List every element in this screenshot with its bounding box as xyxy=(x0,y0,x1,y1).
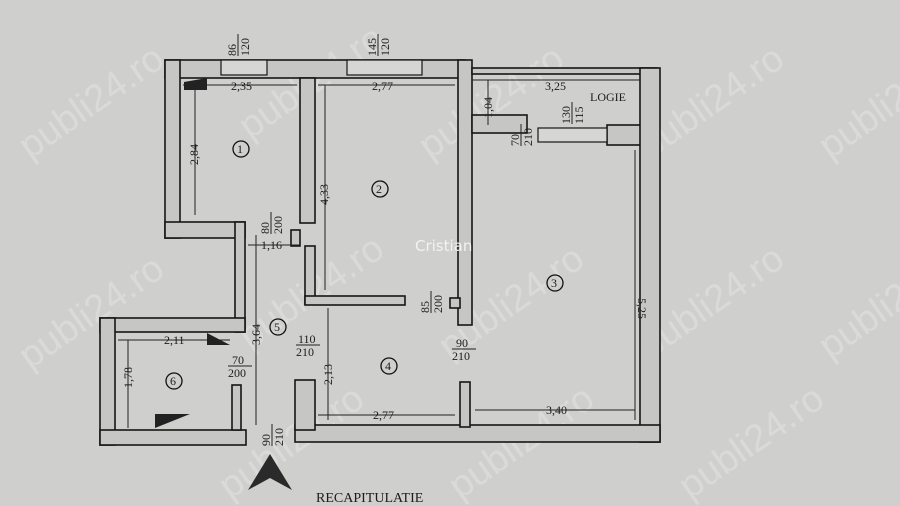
entrance-arrow-icon xyxy=(248,454,292,490)
opening-size-label: 70 xyxy=(508,134,522,146)
windows xyxy=(220,59,640,143)
room4-depth-label: 2,13 xyxy=(321,364,335,385)
opening-size-label: 70 xyxy=(232,353,244,367)
hall-width-label: 1,16 xyxy=(261,238,282,252)
walls xyxy=(99,59,661,446)
watermark: publi24.ro xyxy=(11,247,172,377)
room-5-number: 5 xyxy=(274,320,280,334)
room4-width-label: 2,77 xyxy=(373,408,394,422)
room3-depth-label: 5,25 xyxy=(635,298,649,319)
opening-size-label: 90 xyxy=(259,434,273,446)
room-6-number: 6 xyxy=(170,374,176,388)
watermark: publi24.ro xyxy=(671,377,832,506)
dimension-lines xyxy=(118,80,636,428)
logia-label: LOGIE xyxy=(590,90,626,104)
room2-depth-label: 4,33 xyxy=(317,184,331,205)
room-numbers: 1 2 3 4 5 6 xyxy=(165,140,564,390)
opening-size-label: 85 xyxy=(418,301,432,313)
owner-label: Cristian xyxy=(415,237,472,255)
window-room1 xyxy=(220,59,268,76)
radiators xyxy=(155,78,230,428)
opening-size-label: 200 xyxy=(271,216,285,234)
room-4-number: 4 xyxy=(385,359,391,373)
opening-size-label: 200 xyxy=(228,366,246,380)
room-1-number: 1 xyxy=(237,142,243,156)
opening-size-label: 86 xyxy=(225,44,239,56)
opening-size-label: 90 xyxy=(456,336,468,350)
logia-depth-label: 1,04 xyxy=(481,97,495,118)
opening-size-label: 200 xyxy=(431,295,445,313)
opening-size-label: 210 xyxy=(296,345,314,359)
room1-width-label: 2,35 xyxy=(231,79,252,93)
opening-size-label: 210 xyxy=(521,128,535,146)
room-2-number: 2 xyxy=(376,182,382,196)
opening-size-label: 120 xyxy=(378,38,392,56)
room3-width-label: 3,40 xyxy=(546,403,567,417)
opening-size-label: 80 xyxy=(258,222,272,234)
opening-size-label: 130 xyxy=(559,106,573,124)
opening-size-label: 210 xyxy=(452,349,470,363)
room6-depth-label: 1,78 xyxy=(121,367,135,388)
watermark: publi24.ro xyxy=(811,37,900,167)
opening-size-label: 210 xyxy=(272,428,286,446)
room-3-number: 3 xyxy=(551,276,557,290)
hall-depth-label: 3,64 xyxy=(249,324,263,345)
room2-width-label: 2,77 xyxy=(372,79,393,93)
opening-size-label: 110 xyxy=(298,332,316,346)
room6-width-label: 2,11 xyxy=(164,333,185,347)
room1-depth-label: 2,84 xyxy=(187,144,201,165)
summary-heading: RECAPITULATIE xyxy=(316,491,423,506)
watermark: publi24.ro xyxy=(811,237,900,367)
opening-size-label: 120 xyxy=(238,38,252,56)
dimension-labels: 2,35 2,84 2,77 4,33 3,25 1,04 LOGIE 3,40… xyxy=(121,79,649,422)
logia-width-label: 3,25 xyxy=(545,79,566,93)
window-room3 xyxy=(537,127,608,143)
watermark: publi24.ro xyxy=(11,37,172,167)
opening-size-label: 145 xyxy=(365,38,379,56)
opening-size-label: 115 xyxy=(572,106,586,124)
window-room2 xyxy=(346,59,423,76)
